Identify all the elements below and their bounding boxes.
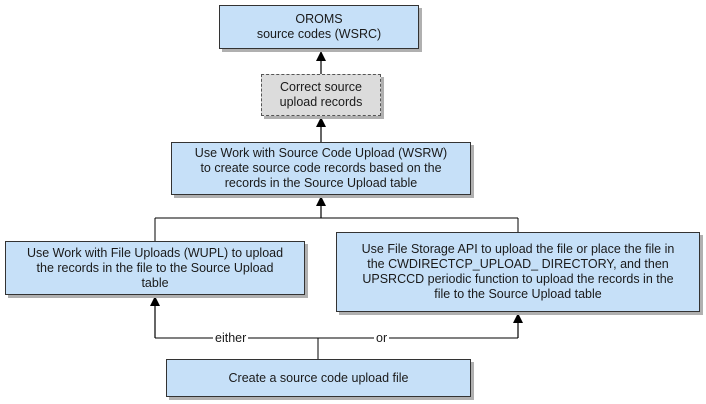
- edge-label-or: or: [374, 331, 390, 345]
- node-oroms-text: OROMS source codes (WSRC): [256, 12, 382, 41]
- node-create-text: Create a source code upload file: [228, 370, 409, 385]
- edge-label-either: either: [213, 331, 249, 345]
- arrow-head-correct: [316, 117, 326, 127]
- node-correct-source-upload: Correct source upload records: [261, 74, 381, 116]
- node-wupl: Use Work with File Uploads (WUPL) to upl…: [5, 241, 305, 295]
- node-oroms-source-codes: OROMS source codes (WSRC): [219, 5, 419, 49]
- arrow-head-wsrw: [316, 196, 326, 206]
- node-wsrw-text: Use Work with Source Code Upload (WSRW) …: [194, 146, 448, 190]
- node-api-text: Use File Storage API to upload the file …: [361, 242, 675, 301]
- arrow-head-api: [513, 313, 523, 323]
- node-file-storage-api: Use File Storage API to upload the file …: [336, 232, 700, 312]
- arrow-head-oroms: [316, 51, 326, 61]
- node-wsrw: Use Work with Source Code Upload (WSRW) …: [171, 142, 471, 195]
- node-correct-text: Correct source upload records: [279, 80, 363, 109]
- arrow-head-wupl: [150, 296, 160, 306]
- node-create-upload-file: Create a source code upload file: [166, 359, 471, 397]
- node-wupl-text: Use Work with File Uploads (WUPL) to upl…: [26, 245, 284, 290]
